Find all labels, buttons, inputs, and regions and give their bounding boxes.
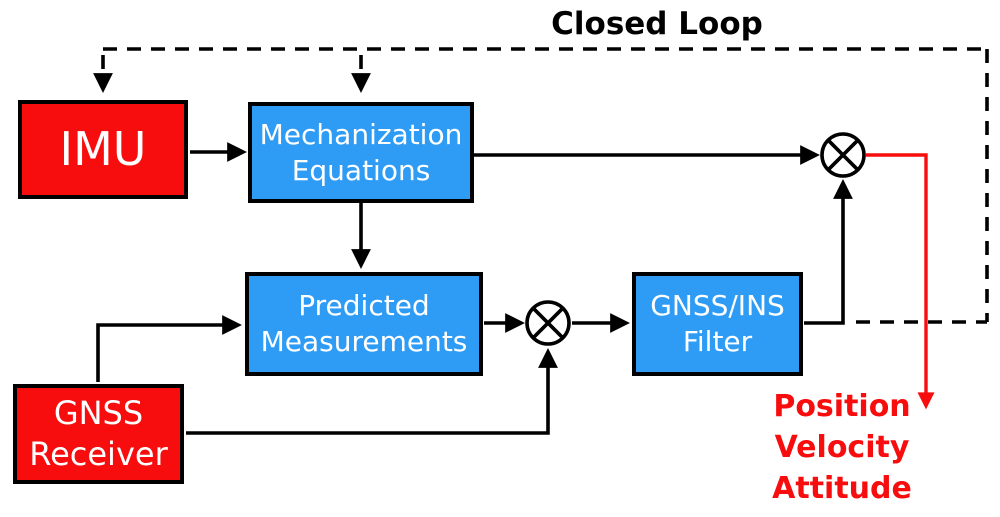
- block-gnss-receiver: GNSS Receiver: [13, 384, 184, 484]
- block-mechanization-equations: Mechanization Equations: [248, 102, 474, 203]
- output-velocity-label: Velocity: [774, 430, 910, 465]
- wire-receiver-to-predicted: [96, 315, 242, 382]
- otimes-junction-top-right: [820, 132, 866, 178]
- gnss-receiver-label-line1: GNSS: [53, 394, 144, 433]
- output-labels: Position Velocity Attitude: [752, 386, 932, 509]
- mechanization-label-line2: Equations: [291, 153, 431, 187]
- mechanization-label-line1: Mechanization: [259, 117, 463, 151]
- wire-receiver-to-mid-junction: [186, 348, 558, 435]
- filter-label-line1: GNSS/INS: [650, 289, 785, 323]
- predicted-label-line1: Predicted: [298, 289, 430, 323]
- gnss-receiver-label-line2: Receiver: [29, 435, 168, 473]
- filter-label-line2: Filter: [682, 325, 753, 358]
- output-position-label: Position: [773, 389, 911, 424]
- closed-loop-title: Closed Loop: [551, 6, 763, 42]
- output-attitude-label: Attitude: [772, 471, 912, 506]
- otimes-junction-middle: [525, 300, 571, 346]
- imu-label: IMU: [59, 122, 147, 177]
- block-predicted-measurements: Predicted Measurements: [245, 272, 483, 376]
- wire-output-red: [866, 153, 935, 410]
- wire-filter-to-top-junction: [804, 179, 853, 325]
- predicted-label-line2: Measurements: [260, 325, 468, 358]
- block-gnss-ins-filter: GNSS/INS Filter: [632, 272, 803, 376]
- block-imu: IMU: [18, 100, 188, 199]
